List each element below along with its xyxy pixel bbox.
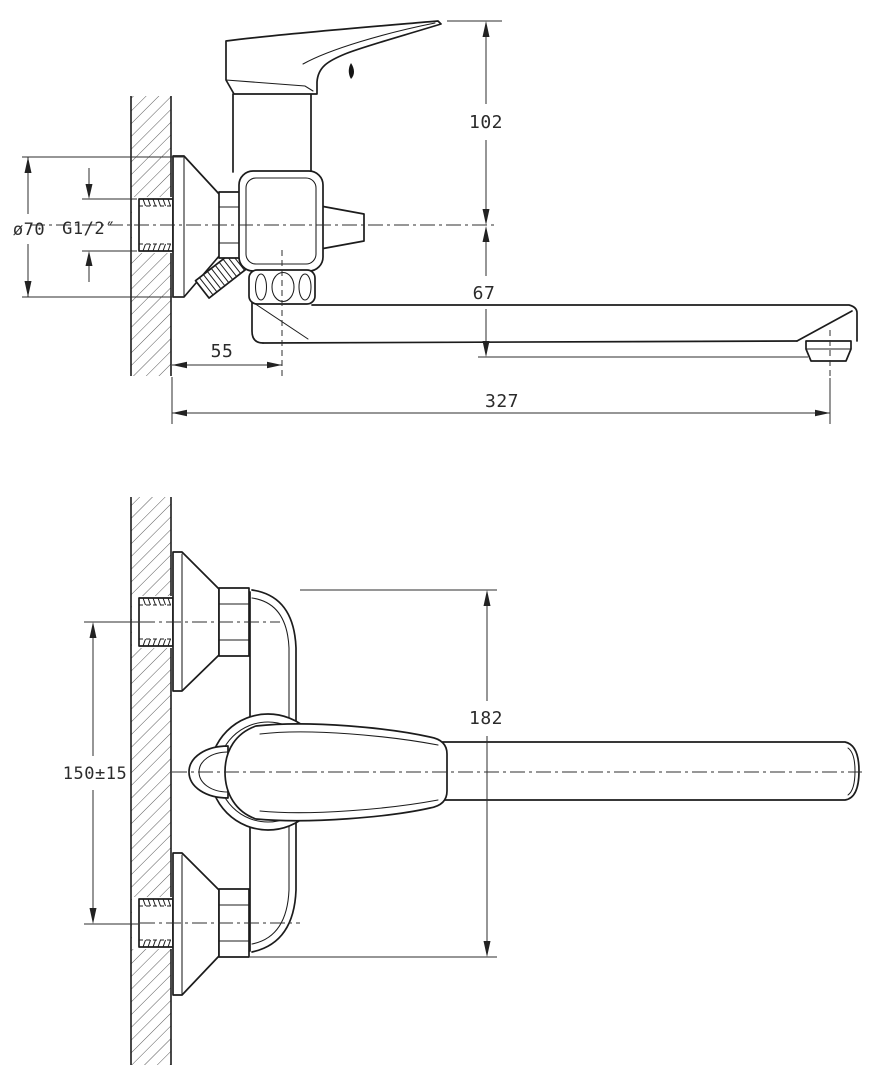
- aerator: [805, 340, 852, 362]
- dim-label-spout-reach: 327: [485, 391, 519, 412]
- wall-section-plan: [130, 497, 174, 1065]
- dim-label-body-length: 182: [469, 708, 503, 729]
- dimension-spout-offset: 55: [171, 250, 283, 424]
- dimension-escutcheon-diameter: ø70: [13, 156, 184, 298]
- dimension-handle-height: 102: [447, 20, 503, 225]
- dimension-spout-drop: 67: [473, 226, 808, 358]
- dimension-spout-reach: 327: [172, 330, 831, 424]
- handle-lever: [225, 20, 442, 95]
- dim-label-thread-size: G1/2″: [62, 219, 116, 239]
- spout-plan: [439, 741, 860, 801]
- centerlines-plan: [140, 621, 862, 924]
- lever-pivot-notch: [348, 63, 354, 79]
- dimension-inlet-centers: 150±15: [63, 621, 138, 925]
- dim-label-escutcheon-diameter: ø70: [13, 220, 45, 240]
- dimension-thread-size: G1/2″: [62, 168, 137, 282]
- dim-label-inlet-centers: 150±15: [63, 764, 127, 784]
- cartridge-column: [232, 93, 312, 173]
- side-view: ø70 G1/2″ 102 67 55: [13, 20, 858, 424]
- spout: [251, 299, 858, 362]
- escutcheon-lower: [172, 852, 220, 996]
- dim-label-spout-offset: 55: [211, 341, 234, 362]
- dimension-body-length: 182: [250, 589, 503, 958]
- dim-label-handle-height: 102: [469, 112, 503, 133]
- plan-view: 150±15 182: [63, 497, 862, 1065]
- faucet-body: [238, 170, 324, 272]
- dim-label-spout-drop: 67: [473, 283, 496, 304]
